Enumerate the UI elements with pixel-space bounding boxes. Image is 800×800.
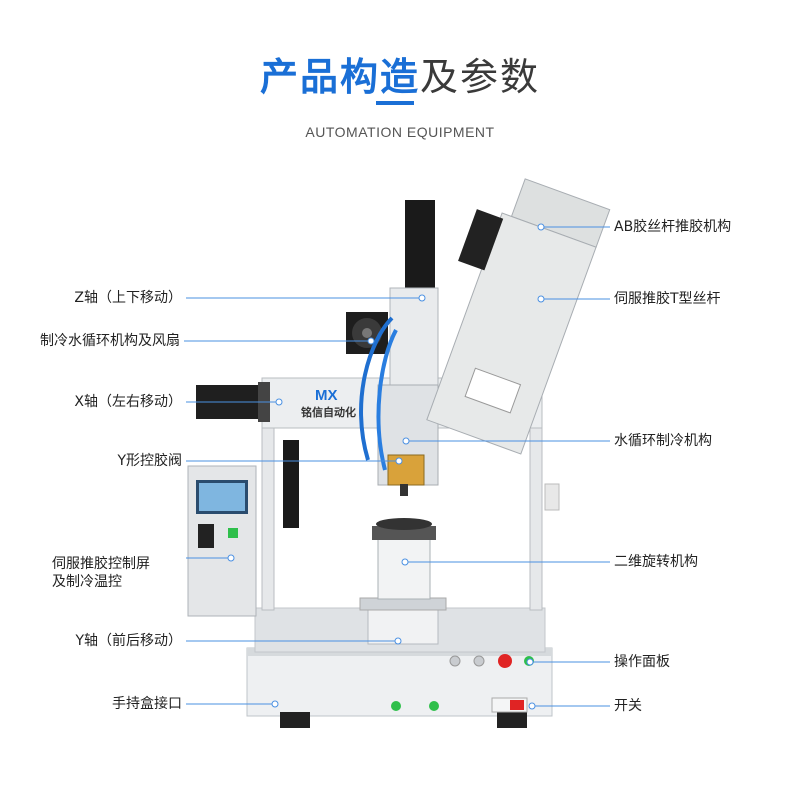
page-subtitle: AUTOMATION EQUIPMENT — [305, 124, 495, 140]
label-z-axis: Z轴（上下移动） — [74, 290, 182, 306]
control-box — [187, 440, 299, 617]
blue-tube-1 — [359, 316, 394, 461]
label-cooling-fan: 制冷水循环机构及风扇 — [40, 333, 180, 349]
ab-screw-mechanism — [426, 178, 611, 455]
logo-mark: MX — [315, 387, 338, 404]
label-panel: 操作面板 — [614, 654, 670, 670]
label-rotation: 二维旋转机构 — [614, 554, 698, 570]
y-valve — [387, 454, 425, 496]
callout-lines — [184, 223, 610, 710]
title-underline — [376, 101, 414, 105]
label-control-screen-2: 及制冷温控 — [52, 574, 122, 590]
label-x-axis: X轴（左右移动） — [74, 394, 182, 410]
base-button-green-1 — [391, 701, 401, 711]
title-accent: 产品构造 — [259, 55, 420, 99]
operating-panel — [449, 654, 534, 668]
logo-name: 铭信自动化 — [301, 405, 356, 419]
brand-logo: MX 铭信自动化 — [301, 387, 356, 419]
label-control-screen-1: 伺服推胶控制屏 — [52, 556, 150, 572]
power-switch — [491, 697, 528, 713]
label-y-valve: Y形控胶阀 — [117, 453, 182, 469]
y-axis-table — [359, 597, 447, 645]
label-servo-screw: 伺服推胶T型丝杆 — [614, 291, 721, 307]
base-button-green-2 — [429, 701, 439, 711]
label-switch: 开关 — [614, 698, 642, 714]
title-rest: 及参数 — [420, 55, 541, 99]
label-ab-screw: AB胶丝杆推胶机构 — [614, 219, 732, 235]
label-water-cooling: 水循环制冷机构 — [614, 433, 712, 449]
blue-tube-2 — [376, 329, 398, 471]
page-title: 产品构造及参数 — [0, 46, 800, 101]
label-y-axis: Y轴（前后移动） — [75, 633, 182, 649]
rotation-mechanism — [372, 518, 436, 600]
label-handheld-port: 手持盒接口 — [112, 696, 182, 712]
